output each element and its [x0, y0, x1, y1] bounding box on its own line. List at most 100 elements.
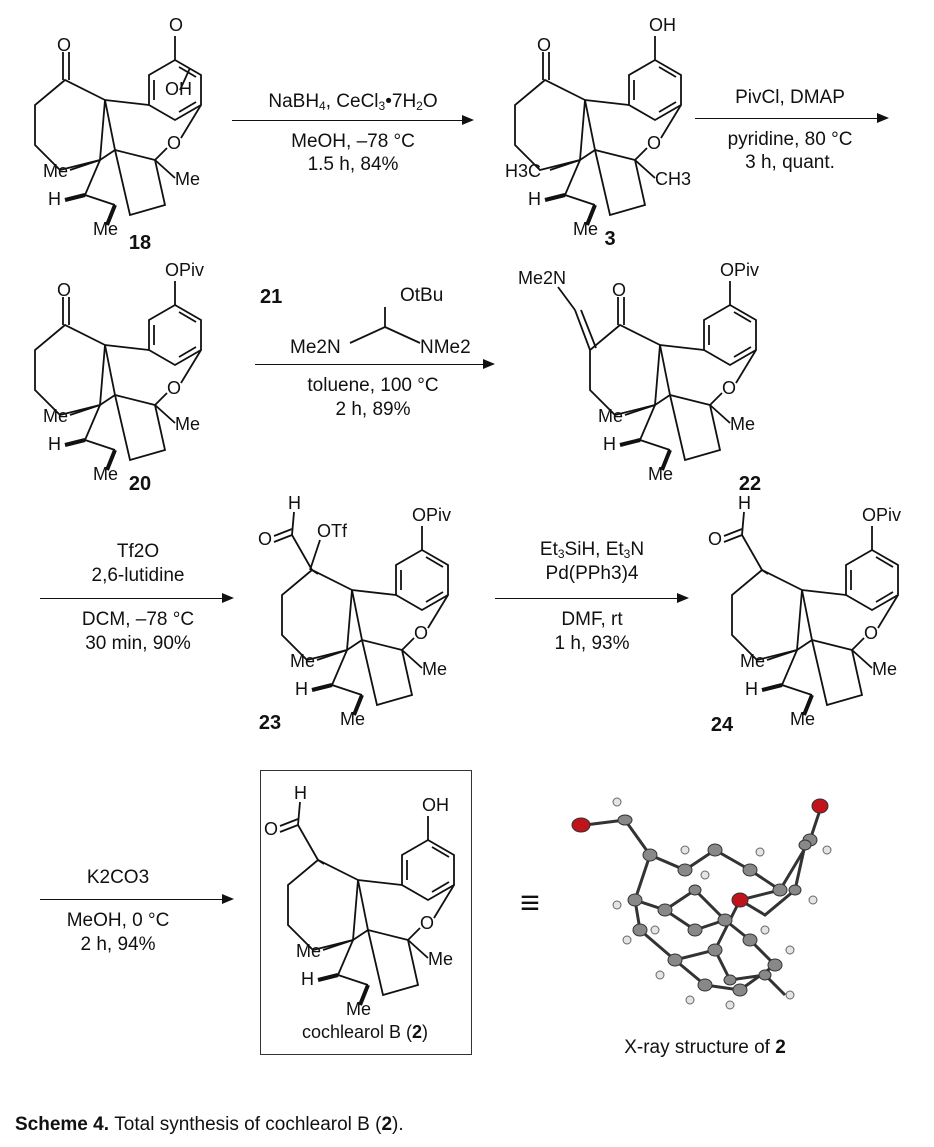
step2-yield: 3 h, quant.: [745, 152, 835, 173]
step6-yield: 2 h, 94%: [80, 934, 156, 955]
hydrogen: H: [48, 434, 61, 454]
methyl-left: Me: [43, 161, 69, 181]
reaction-arrow: [255, 359, 495, 369]
dimethylamino: Me2N: [518, 268, 567, 288]
reagent-number: 21: [260, 286, 283, 308]
ketone-oxygen: O: [537, 35, 552, 55]
methyl-right: Me: [730, 414, 756, 434]
step6-conditions: MeOH, 0 °C: [66, 910, 170, 931]
compound-20-structure: [33, 280, 203, 472]
bridge-oxygen: O: [864, 623, 879, 643]
step2-conditions: pyridine, 80 °C: [727, 129, 853, 150]
step1-reagent: NaBH4, CeCl3•7H2O: [268, 91, 438, 114]
dienone-oxygen: O: [169, 15, 184, 35]
hydroxyl: OH: [165, 79, 192, 99]
hydrogen: H: [745, 679, 758, 699]
step1-conditions: MeOH, –78 °C: [291, 131, 415, 152]
xray-oxygen-aldehyde: [571, 817, 591, 833]
methyl-bottom: Me: [573, 219, 599, 239]
compound-23-structure: [273, 511, 450, 717]
ketone-oxygen: O: [612, 280, 627, 300]
ketone-oxygen: O: [57, 35, 72, 55]
reagent-otbu: OtBu: [400, 285, 444, 306]
step4-reagent: Tf2O: [116, 541, 160, 562]
methyl-left: H3C: [505, 161, 542, 181]
product-box: [260, 770, 472, 1055]
reaction-arrow: [40, 894, 234, 904]
step2-reagent: PivCl, DMAP: [735, 87, 845, 108]
aldehyde-hydrogen: H: [294, 783, 307, 803]
compound-number: 23: [258, 712, 282, 734]
bridge-oxygen: O: [722, 378, 737, 398]
aldehyde-oxygen: O: [708, 529, 723, 549]
compound-number: 20: [128, 473, 152, 495]
hydrogen: H: [528, 189, 541, 209]
equivalence-sign: ≡: [520, 884, 540, 922]
reaction-arrow: [695, 113, 889, 123]
methyl-bottom: Me: [93, 219, 119, 239]
xray-structure: [571, 797, 832, 1010]
xray-oxygen-ether: [731, 892, 749, 908]
bridge-oxygen: O: [167, 133, 182, 153]
methyl-right: Me: [175, 169, 201, 189]
step3-yield: 2 h, 89%: [335, 399, 411, 420]
methyl-right: CH3: [655, 169, 692, 189]
compound-20: O OPiv Me H Me O Me 20: [15, 255, 255, 495]
bridge-oxygen: O: [414, 623, 429, 643]
step4-yield: 30 min, 90%: [85, 633, 191, 654]
reagent-nme2-right: NMe2: [420, 337, 471, 358]
step3-conditions: toluene, 100 °C: [307, 375, 439, 396]
reagent-nme2-left: Me2N: [290, 337, 341, 358]
step6-reagent: K2CO3: [86, 867, 150, 888]
hydrogen: H: [295, 679, 308, 699]
pivaloate: OPiv: [165, 260, 205, 280]
step5-yield: 1 h, 93%: [554, 633, 630, 654]
hydrogen: H: [603, 434, 616, 454]
compound-2-structure: [279, 801, 456, 1007]
compound-22: O Me2N OPiv Me H Me O Me 22: [518, 255, 810, 495]
caption-label: Scheme 4.: [15, 1114, 109, 1135]
methyl-left: Me: [598, 406, 624, 426]
bridge-oxygen: O: [647, 133, 662, 153]
aldehyde-hydrogen: H: [288, 493, 301, 513]
methyl-bottom: Me: [346, 999, 372, 1019]
pivaloate: OPiv: [720, 260, 760, 280]
hydrogen: H: [301, 969, 314, 989]
triflate: OTf: [317, 521, 347, 541]
compound-3-structure: [513, 35, 683, 227]
methyl-left: Me: [43, 406, 69, 426]
xray-oxygen-phenol: [811, 798, 829, 814]
methyl-right: Me: [175, 414, 201, 434]
compound-number: 24: [710, 714, 734, 736]
reaction-arrow: [40, 593, 234, 603]
reaction-arrow: [495, 593, 689, 603]
step5-reagent: Et3SiH, Et3N: [539, 539, 645, 562]
ketone-oxygen: O: [57, 280, 72, 300]
methyl-left: Me: [740, 651, 766, 671]
step4-base: 2,6-lutidine: [91, 565, 185, 586]
compound-number: 18: [128, 232, 152, 254]
compound-3: O OH H3C H Me O CH3 3: [495, 10, 735, 250]
reaction-arrow: [232, 115, 474, 125]
step4-conditions: DCM, –78 °C: [81, 609, 195, 630]
hydroxyl: OH: [422, 795, 449, 815]
compound-22-structure: [557, 280, 758, 472]
methyl-bottom: Me: [340, 709, 366, 729]
compound-18: O O OH Me H Me O Me 18: [15, 10, 255, 254]
step5-conditions: DMF, rt: [561, 609, 623, 630]
compound-24: H O OPiv Me H Me O Me 24: [708, 494, 934, 740]
hydroxyl: OH: [649, 15, 676, 35]
aldehyde-oxygen: O: [258, 529, 273, 549]
compound-23: H O OTf OPiv Me H Me O Me 23: [258, 494, 502, 740]
methyl-bottom: Me: [93, 464, 119, 484]
step5-catalyst: Pd(PPh3)4: [545, 563, 639, 584]
pivaloate: OPiv: [862, 505, 902, 525]
pivaloate: OPiv: [412, 505, 452, 525]
hydrogen: H: [48, 189, 61, 209]
compound-2: H O OH Me H Me O Me: [264, 784, 508, 1030]
bridge-oxygen: O: [420, 913, 435, 933]
compound-number: 22: [738, 473, 762, 495]
methyl-left: Me: [290, 651, 316, 671]
caption-text: Total synthesis of cochlearol B (2).: [109, 1114, 404, 1135]
